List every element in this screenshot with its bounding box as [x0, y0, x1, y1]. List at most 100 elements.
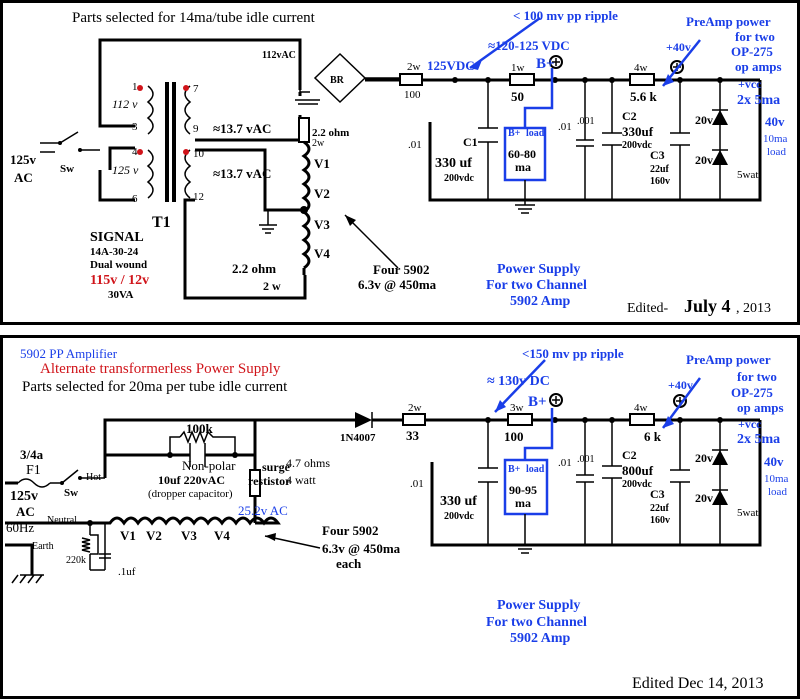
bottom-hot: Hot: [86, 472, 101, 483]
top-125vdc: 125VDC: [427, 58, 475, 73]
top-preamp-2: for two: [735, 29, 775, 44]
top-c3r: 160v: [650, 176, 670, 187]
bottom-c01b: .01: [558, 457, 572, 469]
bottom-surge-2: restistor: [248, 474, 291, 488]
bottom-fuse: 3/4a: [20, 447, 44, 462]
bottom-r2w: 2w: [408, 402, 422, 414]
bottom-r100: 100: [504, 429, 524, 444]
bottom-load-ma1: 90-95: [509, 483, 537, 497]
bottom-preamp-2: for two: [737, 369, 777, 384]
bottom-v1: V1: [120, 528, 136, 543]
top-sw: Sw: [60, 163, 74, 175]
bottom-z20b: 20v: [695, 491, 713, 505]
top-four: Four 5902: [373, 262, 429, 277]
bottom-c001: .001: [577, 454, 595, 465]
bottom-z5w: 5watt: [737, 507, 761, 519]
top-vdc: ≈120-125 VDC: [488, 38, 570, 53]
top-z5w: 5watt: [737, 169, 761, 181]
top-load: load: [767, 146, 786, 158]
bottom-c2: C2: [622, 448, 637, 462]
bottom-four: Four 5902: [322, 523, 378, 538]
top-plus40: +40v: [666, 40, 691, 54]
top-v3: V3: [314, 217, 330, 232]
top-10ma: 10ma: [763, 133, 788, 145]
top-heater: 6.3v @ 450ma: [358, 277, 437, 292]
bottom-c1r: 200vdc: [444, 511, 475, 522]
top-load-ma2: ma: [515, 160, 531, 174]
bottom-v3: V3: [181, 528, 197, 543]
bottom-60hz: 60Hz: [6, 520, 34, 535]
bottom-preamp-3: OP-275: [731, 385, 773, 400]
top-load-label: load: [526, 128, 545, 139]
top-bplus-label: B+: [536, 56, 555, 72]
bottom-ps-3: 5902 Amp: [510, 631, 571, 646]
top-preamp-1: PreAmp power: [686, 14, 771, 29]
bottom-v2: V2: [146, 528, 162, 543]
bottom-edited: Edited Dec 14, 2013: [632, 675, 764, 692]
top-c2r: 200vdc: [622, 140, 653, 151]
top-ac-v: 125v: [10, 152, 37, 167]
top-preamp-4: op amps: [735, 59, 782, 74]
top-r1w: 1w: [511, 62, 525, 74]
top-va: 30VA: [108, 289, 134, 301]
top-v1: V1: [314, 156, 330, 171]
top-ac: AC: [14, 170, 33, 185]
top-40v: 40v: [765, 114, 785, 129]
bottom-vcc: +vcc: [738, 417, 762, 431]
bottom-r33: 33: [406, 428, 420, 443]
top-c1: C1: [463, 135, 478, 149]
top-pin6: 6: [132, 193, 138, 205]
bottom-circuit: [5, 359, 762, 584]
top-2x5ma: 2x 5ma: [737, 93, 780, 108]
top-vcc: +vcc: [738, 77, 762, 91]
bottom-r3w: 3w: [510, 402, 524, 414]
bottom-ac: AC: [16, 504, 35, 519]
bottom-r47: 4.7 ohms: [286, 456, 330, 470]
top-pin1: 1: [132, 81, 138, 93]
top-title: Parts selected for 14ma/tube idle curren…: [72, 10, 316, 26]
top-ps-1: Power Supply: [497, 262, 580, 277]
bottom-v4: V4: [214, 528, 230, 543]
bottom-c3v: 22uf: [650, 503, 670, 514]
top-pin12: 12: [193, 191, 204, 203]
top-edited-date: July 4: [684, 296, 731, 316]
top-c2: C2: [622, 109, 637, 123]
top-c01a: .01: [408, 139, 422, 151]
top-r22w: 2w: [312, 138, 325, 149]
top-c3v: 22uf: [650, 164, 670, 175]
top-r22ohm: 2.2 ohm: [312, 127, 349, 139]
bottom-vdc: ≈ 130v DC: [487, 374, 550, 389]
bottom-diode: 1N4007: [340, 432, 376, 444]
top-panel-border: [0, 0, 800, 325]
top-c2v: 330uf: [622, 124, 654, 139]
bottom-ripple: <150 mv pp ripple: [522, 346, 624, 361]
bottom-panel-border: [0, 335, 800, 699]
top-ps-3: 5902 Amp: [510, 294, 571, 309]
bottom-nonpolar: Non-polar: [182, 458, 236, 473]
bottom-c3r: 160v: [650, 515, 670, 526]
top-vac137a: ≈13.7 vAC: [213, 121, 271, 136]
bottom-220k: 220k: [66, 555, 86, 566]
bottom-earth: Earth: [32, 541, 54, 552]
top-edited-year: , 2013: [736, 301, 771, 316]
top-c001: .001: [577, 116, 595, 127]
top-112v: 112 v: [112, 97, 138, 111]
bottom-10ma: 10ma: [764, 473, 789, 485]
bottom-r4watt: 4 watt: [286, 473, 316, 487]
bottom-c1v: 330 uf: [440, 494, 477, 509]
top-c1r: 200vdc: [444, 173, 475, 184]
bottom-125v: 125v: [10, 489, 38, 504]
bottom-z20a: 20v: [695, 451, 713, 465]
top-preamp-3: OP-275: [731, 44, 773, 59]
top-112vac: 112vAC: [262, 50, 296, 61]
top-r2w: 2w: [407, 61, 421, 73]
bottom-each: each: [336, 556, 362, 571]
top-r22b: 2.2 ohm: [232, 261, 276, 276]
bottom-heater: 6.3v @ 450ma: [322, 541, 401, 556]
top-vac137b: ≈13.7 vAC: [213, 166, 271, 181]
bottom-c3: C3: [650, 487, 665, 501]
top-r22b-w: 2 w: [263, 279, 281, 293]
bottom-40v: 40v: [764, 454, 784, 469]
bottom-sw: Sw: [64, 487, 78, 499]
